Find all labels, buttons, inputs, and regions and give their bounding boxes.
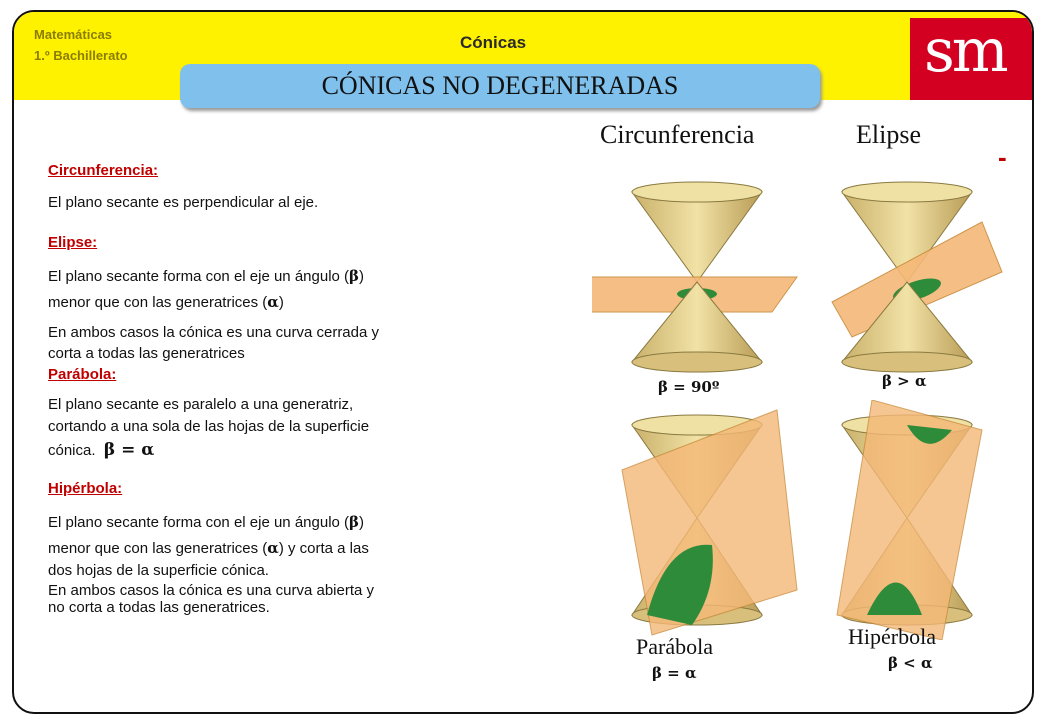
alpha-symbol: α: [267, 293, 279, 311]
hiperbola-text-line3: dos hojas de la superficie cónica.: [48, 562, 269, 579]
hiperbola-text-line2: menor que con las generatrices (α) y cor…: [48, 539, 369, 557]
open-note-line2: no corta a todas las generatrices.: [48, 599, 270, 616]
sm-logo: sm: [910, 16, 1032, 100]
hiperbola-text-line1: El plano secante forma con el eje un áng…: [48, 513, 364, 531]
elipse-cone-figure: [831, 181, 1003, 373]
slide-frame: Matemáticas 1.º Bachillerato Cónicas sm …: [12, 10, 1034, 714]
elipse-text-line2: menor que con las generatrices (α): [48, 293, 284, 311]
subject-name: Matemáticas: [34, 27, 113, 42]
circunferencia-cone-figure: [592, 181, 798, 373]
hiperbola-figure-label: Hipérbola: [848, 624, 936, 649]
closed-note-line2: corta a todas las generatrices: [48, 345, 245, 362]
elipse-relation: β > α: [882, 372, 927, 390]
beta-symbol: β: [349, 513, 359, 531]
parabola-heading: Parábola:: [48, 366, 117, 383]
page-title: CÓNICAS NO DEGENERADAS: [180, 64, 820, 108]
parabola-text-line1: El plano secante es paralelo a una gener…: [48, 396, 354, 413]
elipse-heading: Elipse:: [48, 234, 98, 251]
parabola-cone-figure: [621, 409, 798, 636]
parabola-figure-label: Parábola: [636, 634, 713, 659]
red-dash-mark: -: [998, 142, 1007, 172]
parabola-text-line3: cónica. β = α: [48, 440, 155, 460]
hiperbola-figure-relation: β < α: [888, 654, 933, 672]
circunferencia-text: El plano secante es perpendicular al eje…: [48, 194, 319, 211]
elipse-figure-title: Elipse: [856, 120, 921, 149]
topic-title: Cónicas: [460, 33, 527, 52]
alpha-symbol: α: [267, 539, 279, 557]
hiperbola-cone-figure: [836, 400, 983, 640]
parabola-relation: β = α: [103, 440, 155, 460]
closed-note-line1: En ambos casos la cónica es una curva ce…: [48, 324, 380, 341]
circunferencia-figure-title: Circunferencia: [600, 120, 755, 149]
hiperbola-heading: Hipérbola:: [48, 480, 123, 497]
subject-info: Matemáticas 1.º Bachillerato: [34, 24, 128, 66]
parabola-figure-relation: β = α: [652, 664, 697, 682]
circunferencia-heading: Circunferencia:: [48, 162, 159, 179]
circunferencia-relation: β = 90º: [658, 378, 720, 396]
parabola-text-line2: cortando a una sola de las hojas de la s…: [48, 418, 370, 435]
logo-text: sm: [924, 16, 1009, 86]
course-level: 1.º Bachillerato: [34, 48, 128, 63]
elipse-text-line1: El plano secante forma con el eje un áng…: [48, 267, 364, 285]
beta-symbol: β: [349, 267, 359, 285]
open-note-line1: En ambos casos la cónica es una curva ab…: [48, 582, 375, 599]
